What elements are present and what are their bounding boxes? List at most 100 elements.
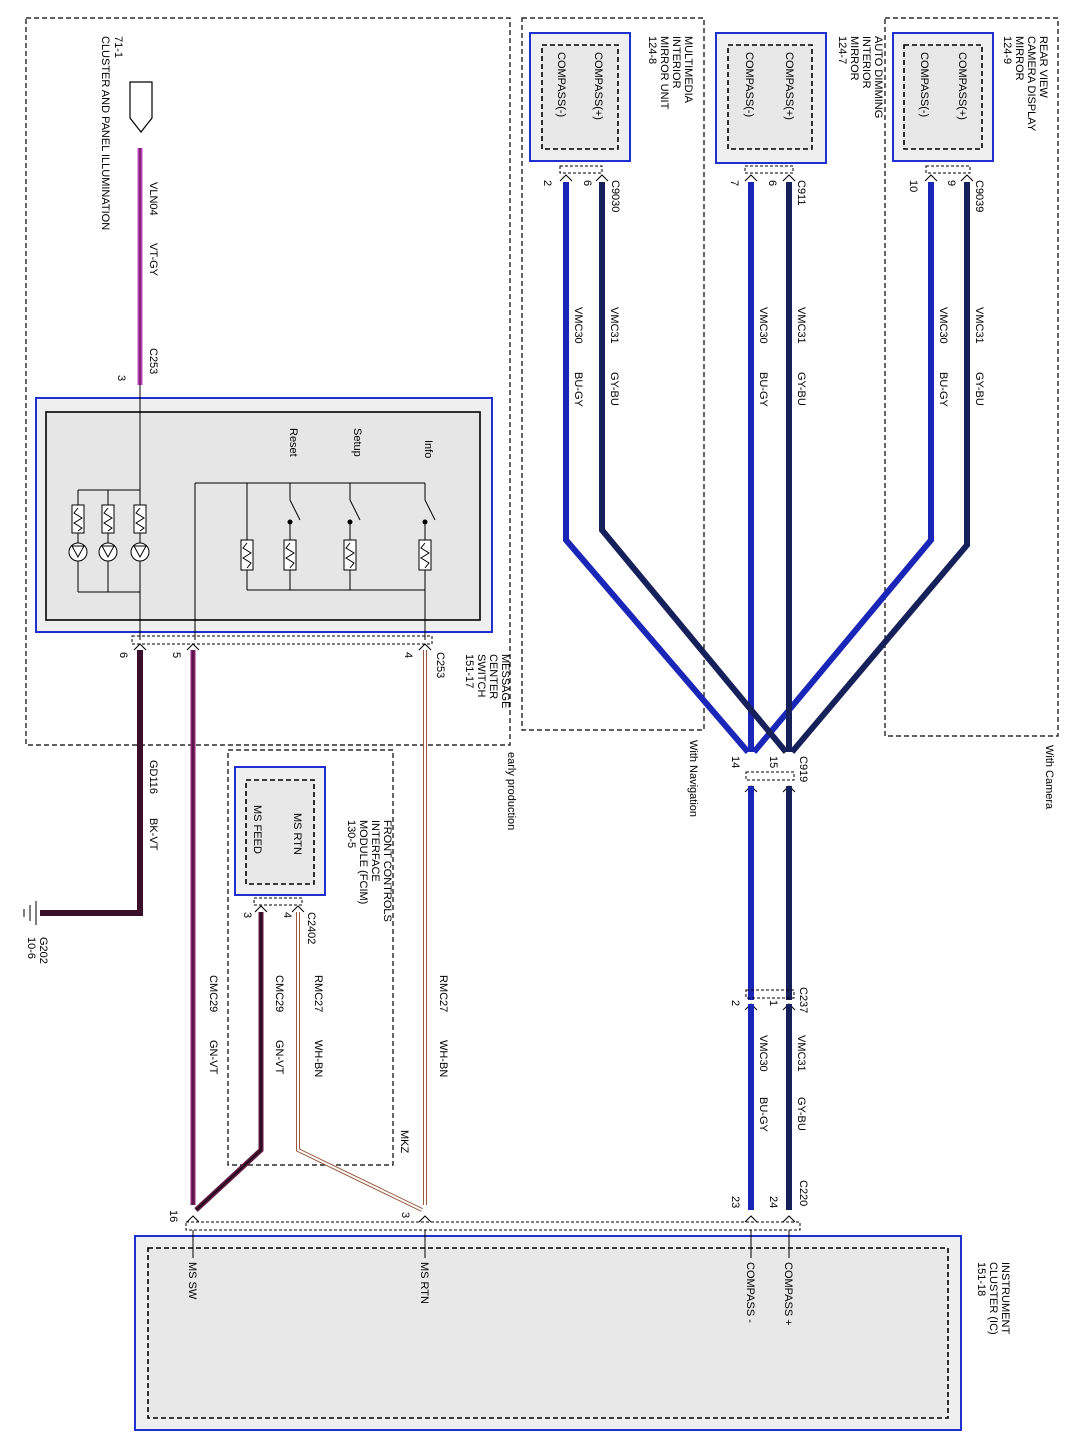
mm-vmc31-label: VMC31 xyxy=(608,307,620,344)
fcim-ms-rtn-label: MS RTN xyxy=(291,813,303,855)
rv-bu-gy-label: BU-GY xyxy=(937,372,949,408)
switch-circuit xyxy=(194,482,436,640)
message-center-switch-inner xyxy=(45,411,481,621)
multimedia-pin-2-label: 2 xyxy=(541,180,553,186)
svg-text:INTERIOR: INTERIOR xyxy=(670,36,682,89)
rear-view-compass-plus-label: COMPASS(+) xyxy=(956,52,968,120)
multimedia-mirror-title: MULTIMEDIA INTERIOR MIRROR UNIT 124-8 xyxy=(646,36,694,110)
ground-g202-label: G202 xyxy=(37,937,49,964)
pin-5-label: 5 xyxy=(170,652,182,658)
svg-text:MIRROR UNIT: MIRROR UNIT xyxy=(658,36,670,110)
rear-view-mirror-title: REAR VIEW CAMERA DISPLAY MIRROR 124-9 xyxy=(1001,36,1049,132)
auto-dimming-compass-minus-label: COMPASS(-) xyxy=(743,52,755,117)
svg-text:130-5: 130-5 xyxy=(345,820,357,848)
connector-c911-label: C911 xyxy=(795,180,807,205)
cluster-ref-label: 71-1 xyxy=(112,36,124,58)
svg-text:MODULE (FCIM): MODULE (FCIM) xyxy=(357,820,369,904)
early-production-label: early production xyxy=(505,752,517,830)
wire-vt-gy-label: VT-GY xyxy=(147,243,159,277)
svg-text:CLUSTER (IC): CLUSTER (IC) xyxy=(987,1262,999,1335)
wire-vln04-label: VLN04 xyxy=(147,182,159,216)
svg-text:124-7: 124-7 xyxy=(836,36,848,64)
message-center-pin-bar xyxy=(131,635,433,645)
wire-rmc27-b-label: RMC27 xyxy=(312,975,324,1012)
wire-rmc27-a-label: RMC27 xyxy=(437,975,449,1012)
auto-dimming-compass-plus-label: COMPASS(+) xyxy=(783,52,795,120)
svg-text:MIRROR: MIRROR xyxy=(848,36,860,81)
fcim-inner xyxy=(245,779,315,885)
wire-gd116 xyxy=(40,650,143,916)
auto-dimming-pin-bar xyxy=(744,165,794,174)
rv-vmc30-label: VMC30 xyxy=(937,307,949,344)
auto-dimming-mirror-title: AUTO DIMMING INTERIOR MIRROR 124-7 xyxy=(836,36,884,118)
rv-vmc31-label: VMC31 xyxy=(973,307,985,344)
ic-vmc31-label: VMC31 xyxy=(795,1035,807,1072)
pin-3-top-label: 3 xyxy=(115,375,127,381)
c919-pin-bar xyxy=(745,771,795,781)
cluster-title-label: CLUSTER AND PANEL ILLUMINATION xyxy=(99,36,111,230)
auto-dimming-pin-7-label: 7 xyxy=(728,180,740,186)
connector-c237-label: C237 xyxy=(797,987,809,1013)
rv-gy-bu-label: GY-BU xyxy=(973,372,985,406)
c237-pin-1-label: 1 xyxy=(767,1000,779,1006)
ad-vmc31-label: VMC31 xyxy=(795,307,807,344)
svg-text:151-17: 151-17 xyxy=(463,654,475,688)
c919-pin-14-label: 14 xyxy=(729,756,741,768)
mm-gy-bu-label: GY-BU xyxy=(608,372,620,406)
svg-text:FRONT CONTROLS: FRONT CONTROLS xyxy=(381,820,393,922)
ic-ms-sw-label: MS SW xyxy=(186,1262,198,1300)
connector-c253-bottom-label: C253 xyxy=(434,652,446,678)
wire-cmc29-a-label: CMC29 xyxy=(207,975,219,1012)
svg-text:INTERIOR: INTERIOR xyxy=(860,36,872,89)
connector-c253-top-label: C253 xyxy=(147,348,159,374)
svg-text:SWITCH: SWITCH xyxy=(475,654,487,697)
connector-c220-label: C220 xyxy=(797,1180,809,1206)
svg-text:CENTER: CENTER xyxy=(487,654,499,699)
svg-text:124-8: 124-8 xyxy=(646,36,658,64)
pin-6-label: 6 xyxy=(117,652,129,658)
camera-region xyxy=(884,17,1059,737)
mm-vmc30-label: VMC30 xyxy=(572,307,584,344)
connector-c9039-label: C9039 xyxy=(973,180,985,212)
multimedia-mirror-inner xyxy=(541,44,619,150)
svg-text:MESSAGE: MESSAGE xyxy=(499,654,511,708)
mkz-region xyxy=(227,749,394,1166)
multimedia-pin-6-label: 6 xyxy=(581,180,593,186)
multimedia-compass-minus-label: COMPASS(-) xyxy=(555,52,567,117)
svg-text:INSTRUMENT: INSTRUMENT xyxy=(999,1262,1011,1334)
svg-text:CAMERA DISPLAY: CAMERA DISPLAY xyxy=(1025,36,1037,132)
ic-pin-bar xyxy=(185,1221,801,1231)
svg-text:REAR VIEW: REAR VIEW xyxy=(1037,36,1049,98)
ic-bu-gy-label: BU-GY xyxy=(757,1097,769,1133)
c220-pin-23-label: 23 xyxy=(729,1196,741,1208)
ic-pin-16-label: 16 xyxy=(167,1210,179,1222)
ad-bu-gy-label: BU-GY xyxy=(757,372,769,408)
ic-vmc30-label: VMC30 xyxy=(757,1035,769,1072)
svg-text:124-9: 124-9 xyxy=(1001,36,1013,64)
mirror-pin-arrows xyxy=(559,174,974,182)
wire-vmc30-rear-view xyxy=(751,182,934,754)
ad-vmc30-label: VMC30 xyxy=(757,307,769,344)
wire-vmc30-multimedia xyxy=(563,182,751,754)
ground-symbol xyxy=(23,901,37,925)
rear-view-pin-bar xyxy=(925,165,971,174)
rear-view-mirror-inner xyxy=(903,44,983,150)
connector-c9030-label: C9030 xyxy=(609,180,621,212)
instrument-cluster-inner xyxy=(147,1247,949,1419)
wire-gn-vt-a-label: GN-VT xyxy=(207,1040,219,1075)
fcim-pin-3-label: 3 xyxy=(241,912,253,918)
rear-view-pin-9-label: 9 xyxy=(945,180,957,186)
mkz-label: MKZ xyxy=(398,1130,410,1154)
message-center-title: MESSAGE CENTER SWITCH 151-17 xyxy=(463,654,511,708)
with-navigation-label: With Navigation xyxy=(687,740,699,817)
svg-text:MULTIMEDIA: MULTIMEDIA xyxy=(682,36,694,104)
wire-cmc29-b-label: CMC29 xyxy=(273,975,285,1012)
pin-4-label: 4 xyxy=(402,652,414,658)
switch-reset-label: Reset xyxy=(287,428,299,457)
c919-pin-15-label: 15 xyxy=(767,756,779,768)
c237-pin-2-label: 2 xyxy=(729,1000,741,1006)
svg-text:AUTO DIMMING: AUTO DIMMING xyxy=(872,36,884,118)
fcim-connector-c2402-label: C2402 xyxy=(305,912,317,944)
ic-pin-stubs xyxy=(192,1230,790,1258)
illumination-led-array xyxy=(68,385,150,640)
